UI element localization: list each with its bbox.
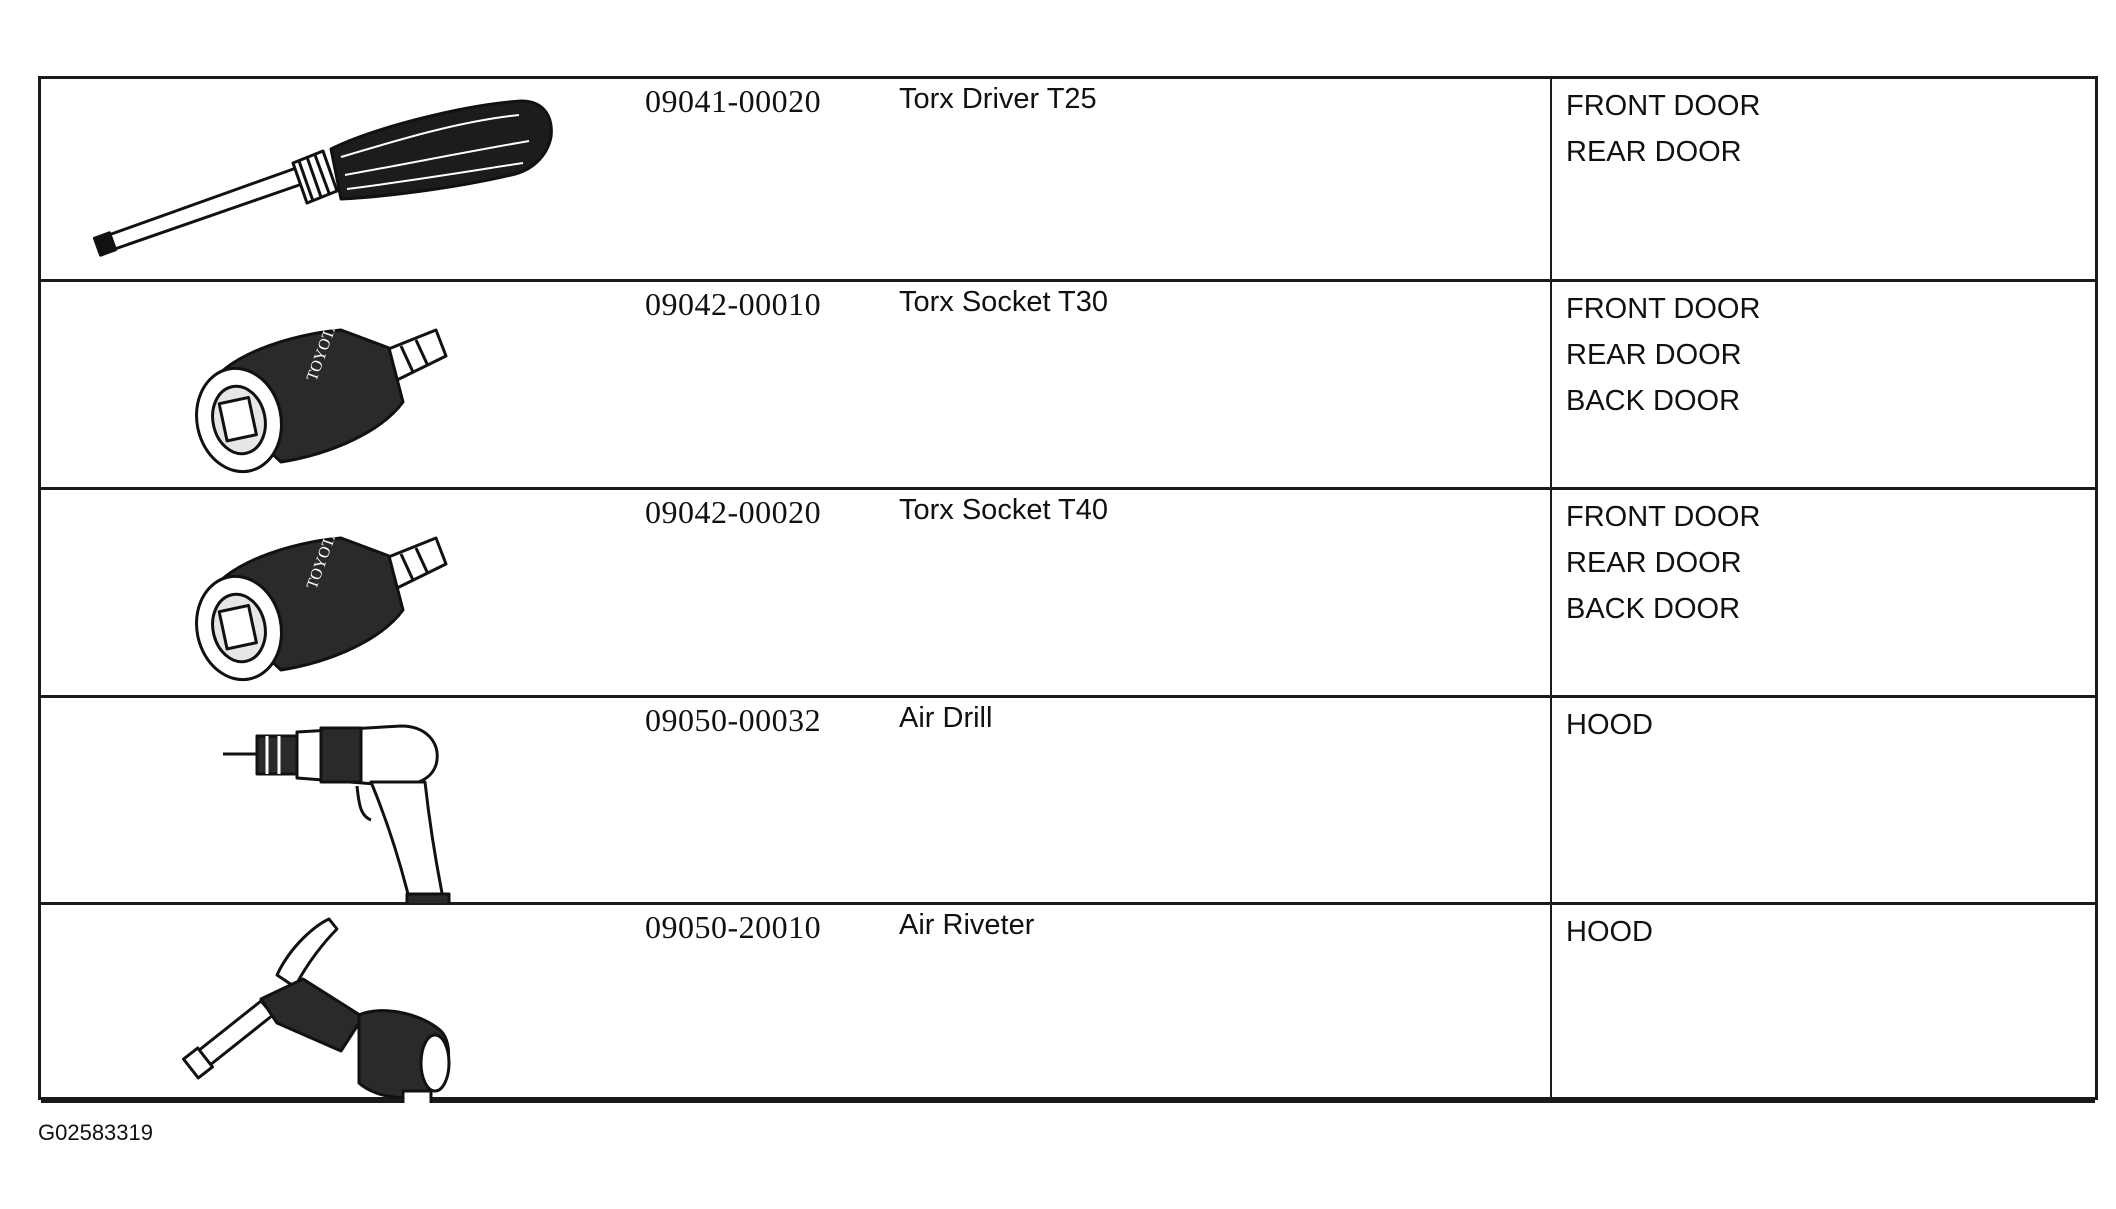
- usage-list: FRONT DOOR REAR DOOR: [1566, 83, 1760, 175]
- table-row: TOYOTA T40 09042-00020 Torx Socket T40 F…: [41, 490, 2095, 698]
- column-divider: [1550, 79, 1552, 1097]
- torx-driver-icon: [41, 79, 641, 279]
- usage-item: HOOD: [1566, 709, 1653, 741]
- part-number: 09041-00020: [645, 83, 822, 119]
- usage-item: REAR DOOR: [1566, 547, 1742, 579]
- usage-item: BACK DOOR: [1566, 385, 1741, 417]
- table-row: 09050-00032 Air Drill HOOD: [41, 698, 2095, 905]
- part-number: 09042-00020: [645, 494, 822, 530]
- usage-list: HOOD: [1566, 702, 1653, 748]
- part-number: 09050-00032: [645, 702, 822, 738]
- usage-list: HOOD: [1566, 909, 1653, 955]
- usage-item: FRONT DOOR: [1566, 90, 1761, 122]
- air-drill-icon: [41, 698, 641, 903]
- part-number: 09042-00010: [645, 286, 822, 322]
- usage-list: FRONT DOOR REAR DOOR BACK DOOR: [1566, 494, 1760, 632]
- tool-name: Torx Driver T25: [899, 83, 1097, 115]
- usage-item: FRONT DOOR: [1566, 293, 1761, 325]
- table-row: 09041-00020 Torx Driver T25 FRONT DOOR R…: [41, 79, 2095, 282]
- table-row: 09050-20010 Air Riveter HOOD: [41, 905, 2095, 1103]
- part-number: 09050-20010: [645, 909, 822, 945]
- torx-socket-icon: TOYOTA T40: [41, 490, 641, 695]
- tool-name: Torx Socket T40: [899, 494, 1109, 526]
- air-riveter-icon: [41, 905, 641, 1103]
- usage-item: BACK DOOR: [1566, 593, 1741, 625]
- usage-item: HOOD: [1566, 916, 1653, 948]
- torx-socket-icon: TOYOTA T30: [41, 282, 641, 487]
- usage-item: REAR DOOR: [1566, 136, 1742, 168]
- tool-name: Torx Socket T30: [899, 286, 1109, 318]
- usage-item: FRONT DOOR: [1566, 501, 1761, 533]
- figure-id: G02583319: [38, 1120, 153, 1145]
- tool-name: Air Drill: [899, 702, 993, 734]
- usage-list: FRONT DOOR REAR DOOR BACK DOOR: [1566, 286, 1760, 424]
- usage-item: REAR DOOR: [1566, 339, 1742, 371]
- table-row: TOYOTA T30 09042-00010 Torx Socket T30 F…: [41, 282, 2095, 490]
- tool-name: Air Riveter: [899, 909, 1035, 941]
- special-tools-table: 09041-00020 Torx Driver T25 FRONT DOOR R…: [38, 76, 2098, 1103]
